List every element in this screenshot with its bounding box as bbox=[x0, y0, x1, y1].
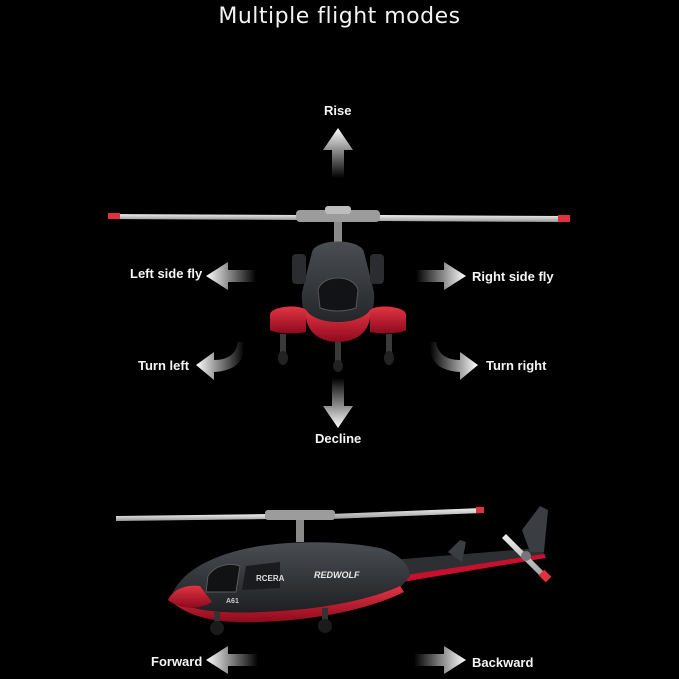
left-side-fly-label: Left side fly bbox=[130, 266, 203, 281]
helicopter-side-view bbox=[116, 506, 552, 635]
left-side-fly-arrow-icon bbox=[206, 262, 256, 290]
turn-right-label: Turn right bbox=[486, 358, 547, 373]
brand-marking: RCERA bbox=[256, 574, 285, 583]
turn-right-arrow-icon bbox=[429, 342, 478, 380]
right-side-fly-arrow-icon bbox=[416, 262, 466, 290]
decline-arrow-icon bbox=[323, 378, 353, 428]
forward-label: Forward bbox=[151, 654, 203, 669]
helicopter-front-view bbox=[108, 206, 570, 372]
forward-arrow-icon bbox=[206, 646, 258, 674]
model-code-marking: A61 bbox=[226, 598, 239, 605]
decline-label: Decline bbox=[315, 431, 362, 446]
model-name-marking: REDWOLF bbox=[314, 570, 360, 580]
rise-label: Rise bbox=[324, 103, 352, 118]
backward-label: Backward bbox=[472, 655, 534, 670]
turn-left-arrow-icon bbox=[196, 342, 245, 380]
rise-arrow-icon bbox=[323, 128, 353, 178]
turn-left-label: Turn left bbox=[138, 358, 190, 373]
backward-arrow-icon bbox=[414, 646, 466, 674]
page-title: Multiple flight modes bbox=[218, 4, 461, 29]
right-side-fly-label: Right side fly bbox=[472, 269, 554, 284]
